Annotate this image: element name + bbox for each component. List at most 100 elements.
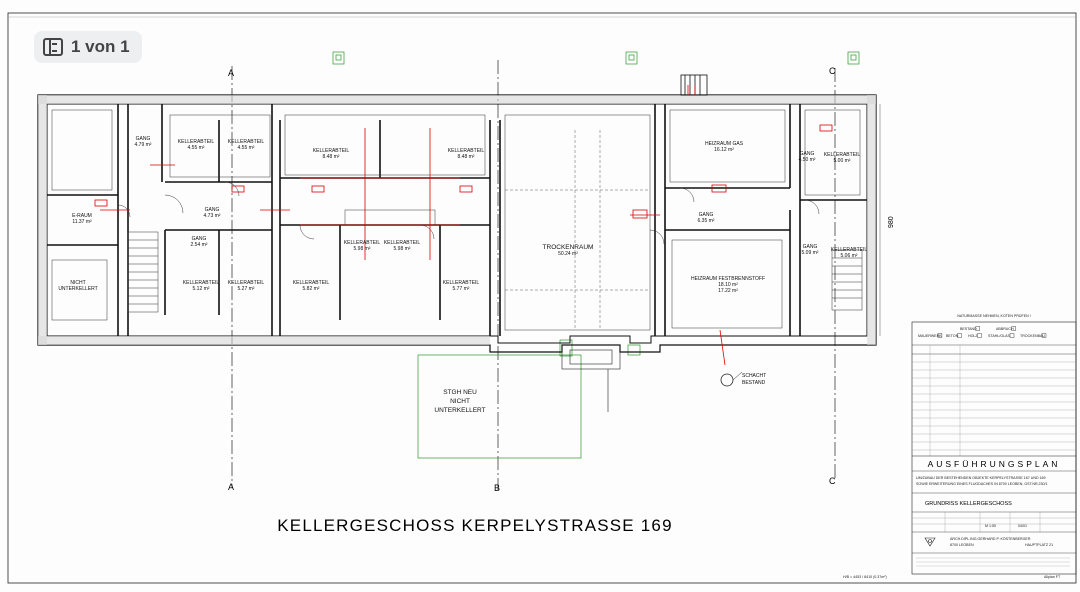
room-label-kellerabteil-11-1: 5.82 m² [303, 286, 320, 292]
room-label-kellerabteil-12-1: 5.77 m² [453, 286, 470, 292]
room-label-gang-1-1: 4.79 m² [135, 142, 152, 148]
room-label-kellerabteil-3-0: KELLERABTEIL [313, 148, 350, 154]
stair-label-3: UNTERKELLERT [434, 407, 485, 414]
room-label-trockenraum-1: 50.24 m² [558, 251, 578, 257]
document-pages-icon [43, 38, 63, 56]
room-label-e-raum-0: E-RAUM [72, 213, 92, 219]
project-line-2: SOWIE ERWEITERUNG EINES FLUGDACHES IN 87… [916, 482, 1048, 486]
legend-checkbox-3 [957, 333, 962, 338]
legend-checkbox-1 [1011, 326, 1016, 331]
drawing-title: GRUNDRISS KELLERGESCHOSS [925, 501, 1012, 507]
legend-item-1: ABBRUCH [996, 327, 1014, 331]
room-label-kellerabteil-1-1: 4.55 m² [188, 145, 205, 151]
room-label-kellerabteil-8-1: 5.06 m² [841, 253, 858, 259]
stair-label-2: NICHT [450, 398, 470, 405]
room-label-gang-4-0: GANG [192, 236, 207, 242]
shaft-label-1: SCHACHT [742, 373, 766, 379]
legend-checkbox-2 [937, 333, 943, 338]
room-label-kellerabteil-5-0: KELLERABTEIL [824, 152, 861, 158]
legend-checkbox-0 [975, 326, 980, 331]
architect-address: HAUPTPLATZ 21 [1025, 543, 1053, 547]
stair-left [127, 231, 159, 313]
footer-id: H/B = 4453 / 8410 (0.37m²) [843, 575, 887, 579]
room-label-nicht-unterkellert-1: UNTERKELLERT [58, 286, 97, 292]
room-label-kellerabteil-12-0: KELLERABTEIL [443, 280, 480, 286]
legend-checkbox-5 [1009, 333, 1015, 338]
room-label-kellerabteil-8-0: KELLERABTEIL [831, 247, 868, 253]
red-markup [94, 85, 833, 366]
title-block: NATURMASSE NEHMEN, KOTEN PRÜFEN ! BESTAN… [911, 314, 1077, 575]
room-label-kellerabteil-4-1: 8.48 m² [458, 154, 475, 160]
legend-checkbox-6 [1041, 333, 1047, 338]
room-label-nicht-unterkellert-0: NICHT [70, 280, 85, 286]
room-label-heizraum-fest-1: 18.10 m² [718, 282, 738, 288]
room-label-kellerabteil-1-0: KELLERABTEIL [178, 139, 215, 145]
page-indicator-text: 1 von 1 [71, 37, 130, 56]
door-swings [117, 181, 820, 245]
room-label-kellerabteil-6-0: KELLERABTEIL [344, 240, 381, 246]
architect-logo [924, 537, 936, 547]
room-label-gang-6-0: GANG [803, 244, 818, 250]
legend-item-5: STAHL/GLAS [988, 334, 1011, 338]
room-label-kellerabteil-7-0: KELLERABTEIL [384, 240, 421, 246]
room-label-gang-4-1: 2.54 m² [191, 242, 208, 248]
room-label-gang-2-0: GANG [800, 151, 815, 157]
legend-item-2: MAUERWERK [918, 334, 942, 338]
architect-city: 8700 LEOBEN [950, 543, 974, 547]
room-label-kellerabteil-7-1: 5.98 m² [394, 246, 411, 252]
room-label-heizraum-fest-0: HEIZRAUM FESTBRENNSTOFF [691, 276, 765, 282]
drawing-frame [7, 12, 1077, 584]
stair-right [831, 249, 863, 311]
legend-item-0: BESTAND [960, 327, 977, 331]
legend-checkbox-4 [977, 333, 982, 338]
room-label-gang-3-0: GANG [205, 207, 220, 213]
stair-label-1: STGH NEU [443, 389, 477, 396]
page-indicator-badge[interactable]: 1 von 1 [34, 31, 142, 63]
room-label-heizraum-gas-0: HEIZRAUM GAS [705, 141, 744, 147]
footer-right: Allplan FT [1044, 575, 1061, 579]
room-label-kellerabteil-9-0: KELLERABTEIL [183, 280, 220, 286]
thin-partitions [51, 109, 861, 331]
shaft-marker [720, 373, 734, 387]
room-label-kellerabteil-6-1: 5.98 m² [354, 246, 371, 252]
stair-center [561, 344, 621, 412]
room-label-gang-5-1: 6.35 m² [698, 218, 715, 224]
legend-item-6: TROCKENBAU [1020, 334, 1045, 338]
building-walls [37, 94, 877, 353]
annex-top [680, 74, 708, 96]
section-mark-c-top: C [829, 66, 836, 76]
section-mark-b-bottom: B [494, 483, 500, 493]
title-block-header: AUSFÜHRUNGSPLAN [928, 459, 1061, 469]
room-label-kellerabteil-10-1: 5.27 m² [238, 286, 255, 292]
architect-name: ARCH.DIPL.ING.GERHARD P. KÖSTENBERGER [950, 537, 1031, 541]
room-label-kellerabteil-11-0: KELLERABTEIL [293, 280, 330, 286]
interior-walls [47, 104, 867, 336]
title-block-note: NATURMASSE NEHMEN, KOTEN PRÜFEN ! [957, 314, 1030, 318]
section-mark-a-bottom: A [228, 482, 234, 492]
legend-item-3: BETON [946, 334, 959, 338]
room-label-heizraum-gas-1: 16.12 m² [714, 147, 734, 153]
dashed-axes [505, 130, 650, 330]
scale-value: M 1:50 [985, 524, 996, 528]
section-mark-a-top: A [228, 68, 234, 78]
room-label-heizraum-fest-2: 17.22 m² [718, 288, 738, 294]
shaft-label-2: BESTAND [742, 380, 766, 386]
room-label-gang-6-1: 5.09 m² [802, 250, 819, 256]
room-label-kellerabteil-5-1: 5.00 m² [834, 158, 851, 164]
room-label-kellerabteil-4-0: KELLERABTEIL [448, 148, 485, 154]
overall-dim: 980 [888, 216, 895, 228]
room-label-gang-2-1: 4.50 m² [799, 157, 816, 163]
green-markers [332, 51, 860, 459]
room-label-e-raum-1: 11.37 m² [72, 219, 92, 225]
room-label-gang-1-0: GANG [136, 136, 151, 142]
project-line-1: UM/ZUBAU DER BESTEHENDEN OBJEKTE KERPELY… [916, 476, 1046, 480]
room-label-gang-3-1: 4.73 m² [204, 213, 221, 219]
room-label-kellerabteil-9-1: 5.12 m² [193, 286, 210, 292]
room-label-kellerabteil-10-0: KELLERABTEIL [228, 280, 265, 286]
room-label-kellerabteil-3-1: 8.48 m² [323, 154, 340, 160]
room-label-kellerabteil-2-0: KELLERABTEIL [228, 139, 265, 145]
plan-number: 04/01 [1018, 524, 1027, 528]
section-mark-c-bottom: C [829, 476, 836, 486]
